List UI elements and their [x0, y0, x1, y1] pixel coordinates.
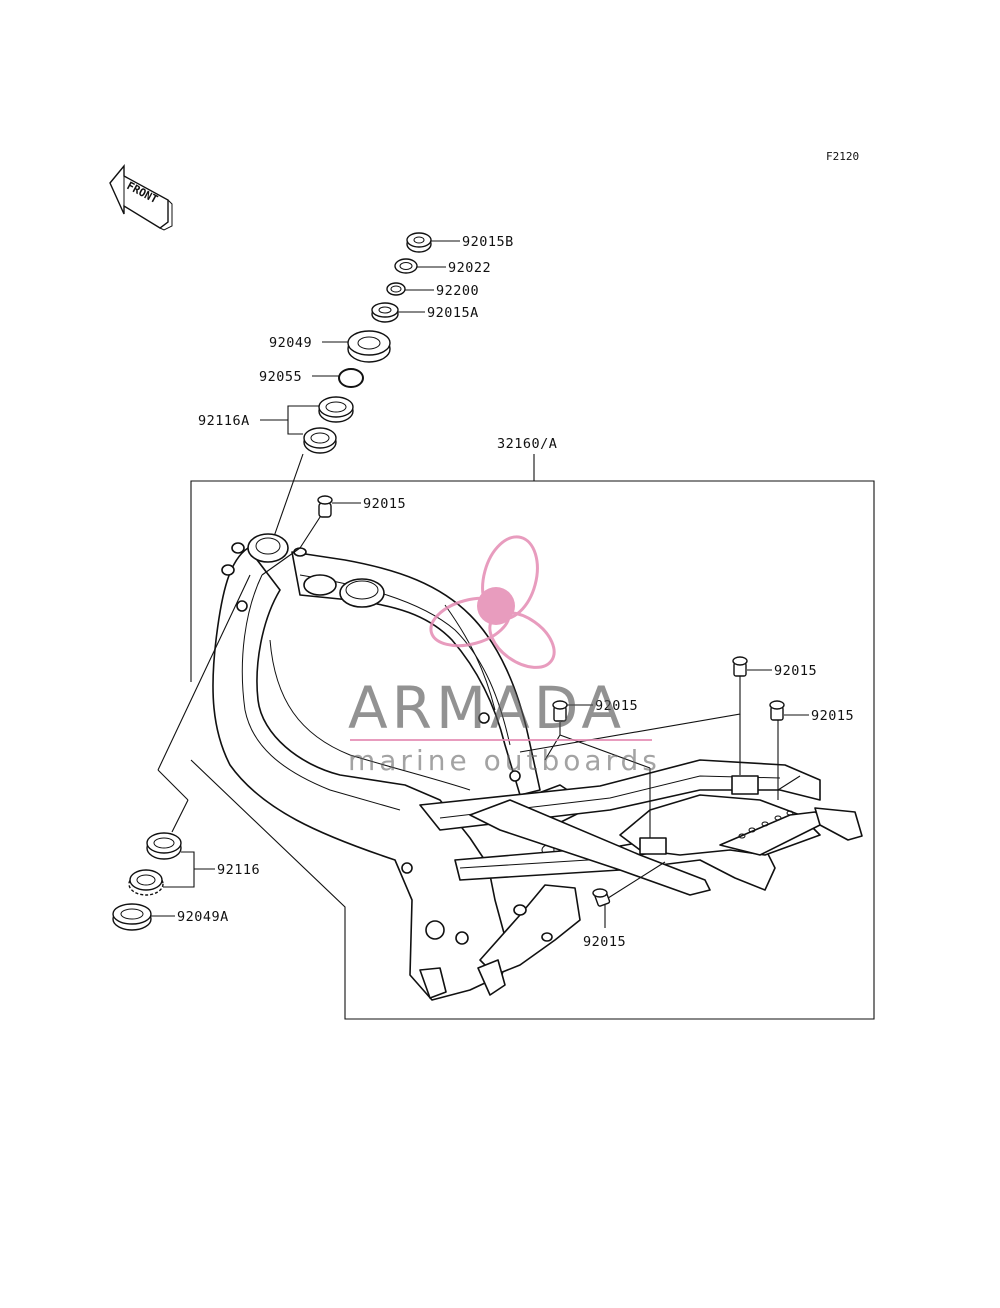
label-92200: 92200	[436, 283, 479, 299]
nut-92015b-icon	[406, 232, 432, 253]
o-ring-92055-icon	[338, 368, 364, 388]
label-32160a: 32160/A	[497, 436, 557, 452]
watermark-sub: marine outboards	[348, 744, 661, 777]
bearing-race-92116a-icon	[303, 396, 354, 454]
label-92015-right1: 92015	[774, 663, 817, 679]
armada-logo: ARMADA marine outboards	[348, 535, 661, 777]
front-arrow-icon: FRONT	[109, 164, 173, 231]
nut-92015a-icon	[371, 302, 399, 323]
seal-92049-icon	[347, 330, 391, 363]
washer-92022-icon	[394, 258, 418, 274]
plug-92015-right2-icon	[769, 700, 785, 721]
plug-92015-bottom-icon	[592, 888, 611, 907]
assembly-bracket	[190, 480, 875, 1020]
label-92015-mid: 92015	[595, 698, 638, 714]
label-92015b: 92015B	[462, 234, 514, 250]
label-92116: 92116	[217, 862, 260, 878]
label-92015-top: 92015	[363, 496, 406, 512]
bearing-92116-icon	[128, 832, 182, 896]
label-92055: 92055	[259, 369, 302, 385]
plug-92015-mid-icon	[552, 700, 568, 722]
seal-92049a-icon	[112, 903, 152, 931]
watermark-brand: ARMADA	[348, 674, 625, 742]
label-92116a: 92116A	[198, 413, 250, 429]
plug-92015-top-icon	[317, 495, 333, 518]
label-92015-bottom: 92015	[583, 934, 626, 950]
label-92015a: 92015A	[427, 305, 479, 321]
diagram-code: F2120	[826, 150, 859, 163]
label-92049: 92049	[269, 335, 312, 351]
plug-92015-right1-icon	[732, 656, 748, 677]
label-92049a: 92049A	[177, 909, 229, 925]
propeller-logo-icon	[429, 535, 556, 669]
label-92022: 92022	[448, 260, 491, 276]
label-92015-right2: 92015	[811, 708, 854, 724]
washer-92200-icon	[386, 282, 406, 296]
